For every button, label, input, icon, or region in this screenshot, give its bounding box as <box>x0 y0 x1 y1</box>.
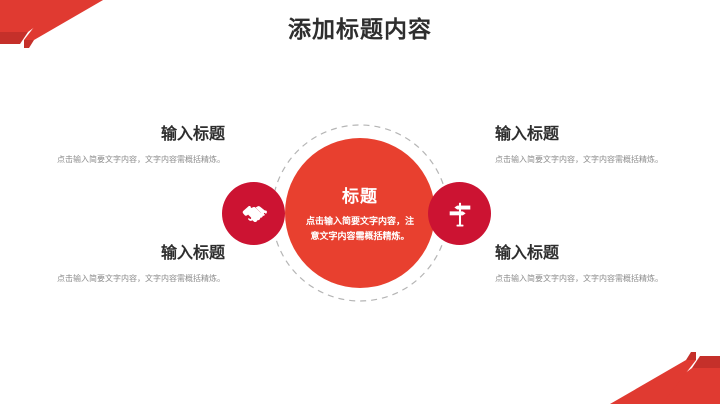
text-block-body: 点击输入简要文字内容，文字内容需概括精炼。 <box>57 274 225 283</box>
text-block-bottom-right[interactable]: 输入标题 点击输入简要文字内容，文字内容需概括精炼。 <box>495 243 695 286</box>
signpost-icon-circle[interactable] <box>428 182 491 245</box>
signpost-icon <box>445 199 475 229</box>
handshake-icon-circle[interactable] <box>222 182 285 245</box>
text-block-title: 输入标题 <box>160 245 225 262</box>
text-block-title: 输入标题 <box>160 126 225 143</box>
text-block-body: 点击输入简要文字内容，文字内容需概括精炼。 <box>57 155 225 164</box>
text-block-title: 输入标题 <box>495 126 560 143</box>
text-block-top-right[interactable]: 输入标题 点击输入简要文字内容，文字内容需概括精炼。 <box>495 124 695 167</box>
text-block-top-left[interactable]: 输入标题 点击输入简要文字内容，文字内容需概括精炼。 <box>25 124 225 167</box>
center-circle[interactable]: 标题 点击输入简要文字内容，注意文字内容需概括精炼。 <box>285 138 435 288</box>
handshake-icon <box>239 199 269 229</box>
corner-decoration-bottom-right <box>610 348 720 405</box>
text-block-body: 点击输入简要文字内容，文字内容需概括精炼。 <box>495 155 663 164</box>
text-block-title: 输入标题 <box>495 245 560 262</box>
text-block-body: 点击输入简要文字内容，文字内容需概括精炼。 <box>495 274 663 283</box>
page-title: 添加标题内容 <box>288 16 432 42</box>
text-block-bottom-left[interactable]: 输入标题 点击输入简要文字内容，文字内容需概括精炼。 <box>25 243 225 286</box>
center-body-text: 点击输入简要文字内容，注意文字内容需概括精炼。 <box>305 216 414 241</box>
center-title: 标题 <box>342 187 378 206</box>
